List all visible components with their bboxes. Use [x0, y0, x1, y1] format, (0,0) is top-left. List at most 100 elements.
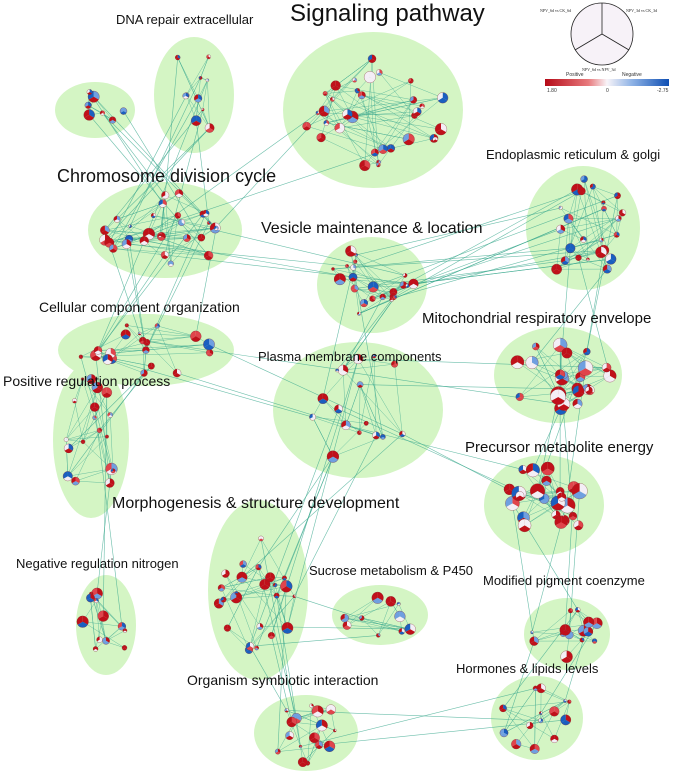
network-node[interactable]	[379, 293, 386, 301]
network-node[interactable]	[354, 253, 358, 257]
network-node[interactable]	[434, 123, 448, 136]
network-node[interactable]	[302, 121, 311, 131]
network-node[interactable]	[104, 434, 109, 439]
network-node[interactable]	[221, 569, 230, 578]
network-node[interactable]	[510, 355, 525, 369]
network-node[interactable]	[601, 200, 606, 205]
network-node[interactable]	[560, 650, 573, 663]
network-node[interactable]	[398, 628, 406, 635]
network-node[interactable]	[409, 96, 418, 104]
network-node[interactable]	[599, 237, 604, 243]
network-node[interactable]	[342, 621, 352, 630]
network-node[interactable]	[511, 739, 522, 750]
network-node[interactable]	[529, 483, 546, 499]
network-node[interactable]	[363, 420, 369, 426]
network-node[interactable]	[352, 77, 358, 83]
network-node[interactable]	[272, 582, 278, 588]
network-node[interactable]	[399, 430, 406, 438]
network-node[interactable]	[107, 412, 113, 418]
network-node[interactable]	[357, 91, 366, 100]
network-node[interactable]	[96, 636, 103, 643]
network-node[interactable]	[613, 231, 620, 238]
network-node[interactable]	[571, 483, 588, 500]
network-node[interactable]	[572, 398, 583, 409]
network-node[interactable]	[239, 560, 247, 568]
network-node[interactable]	[376, 162, 381, 168]
network-node[interactable]	[550, 734, 559, 743]
network-node[interactable]	[323, 120, 330, 126]
network-node[interactable]	[532, 342, 540, 351]
network-node[interactable]	[318, 105, 330, 117]
network-node[interactable]	[565, 243, 576, 254]
network-node[interactable]	[572, 385, 585, 398]
network-node[interactable]	[309, 413, 316, 421]
network-node[interactable]	[334, 273, 346, 286]
network-node[interactable]	[560, 714, 572, 726]
network-node[interactable]	[558, 205, 563, 210]
network-node[interactable]	[72, 398, 78, 404]
network-node[interactable]	[326, 450, 339, 463]
network-node[interactable]	[113, 215, 121, 223]
network-node[interactable]	[254, 645, 259, 651]
network-node[interactable]	[178, 219, 186, 226]
network-node[interactable]	[84, 101, 92, 109]
network-node[interactable]	[322, 91, 328, 96]
network-node[interactable]	[147, 362, 155, 370]
network-node[interactable]	[614, 192, 621, 200]
network-node[interactable]	[376, 633, 381, 638]
network-node[interactable]	[298, 744, 303, 749]
network-node[interactable]	[378, 144, 388, 154]
network-node[interactable]	[284, 708, 289, 713]
network-node[interactable]	[97, 610, 109, 622]
network-node[interactable]	[389, 288, 398, 296]
network-node[interactable]	[206, 54, 211, 60]
network-node[interactable]	[273, 592, 280, 599]
network-node[interactable]	[601, 362, 612, 373]
network-node[interactable]	[142, 346, 150, 354]
network-node[interactable]	[158, 199, 167, 208]
network-node[interactable]	[292, 594, 297, 599]
network-node[interactable]	[281, 575, 287, 581]
network-node[interactable]	[105, 478, 115, 488]
network-node[interactable]	[583, 616, 595, 628]
network-node[interactable]	[577, 187, 586, 196]
network-node[interactable]	[86, 593, 95, 603]
network-node[interactable]	[137, 331, 142, 336]
network-node[interactable]	[174, 189, 184, 198]
network-node[interactable]	[549, 706, 560, 717]
network-node[interactable]	[561, 347, 573, 359]
network-node[interactable]	[93, 346, 103, 355]
network-node[interactable]	[536, 683, 546, 694]
network-node[interactable]	[342, 109, 353, 120]
network-node[interactable]	[359, 615, 365, 621]
network-node[interactable]	[203, 250, 214, 261]
network-node[interactable]	[206, 221, 211, 225]
network-node[interactable]	[354, 88, 361, 94]
network-node[interactable]	[525, 356, 539, 370]
network-node[interactable]	[150, 212, 157, 219]
network-node[interactable]	[78, 354, 84, 359]
network-node[interactable]	[579, 637, 585, 643]
network-node[interactable]	[202, 209, 210, 217]
network-node[interactable]	[532, 685, 539, 691]
network-node[interactable]	[432, 136, 439, 143]
network-node[interactable]	[110, 468, 116, 474]
network-node[interactable]	[86, 374, 97, 384]
network-node[interactable]	[91, 382, 103, 394]
network-node[interactable]	[99, 110, 105, 116]
network-node[interactable]	[575, 607, 581, 613]
network-node[interactable]	[80, 377, 85, 381]
network-node[interactable]	[350, 284, 359, 293]
network-node[interactable]	[102, 354, 113, 365]
network-node[interactable]	[101, 387, 113, 398]
network-node[interactable]	[335, 368, 340, 373]
network-node[interactable]	[256, 623, 264, 630]
network-node[interactable]	[63, 443, 74, 454]
network-node[interactable]	[529, 636, 539, 646]
network-node[interactable]	[386, 144, 395, 153]
network-node[interactable]	[182, 92, 189, 100]
network-node[interactable]	[63, 437, 69, 442]
network-node[interactable]	[580, 236, 587, 243]
network-node[interactable]	[380, 434, 386, 440]
network-node[interactable]	[372, 353, 377, 359]
